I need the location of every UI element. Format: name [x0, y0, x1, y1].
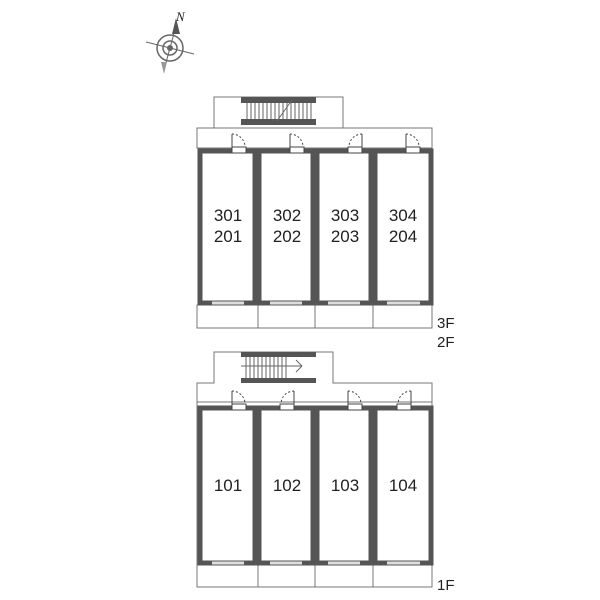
floor-label-1f: 1F [437, 577, 455, 594]
lower-block [196, 351, 434, 588]
door-icon [279, 390, 295, 411]
unit-label-upper-3: 303 203 [315, 205, 375, 247]
unit-number-bottom: 202 [272, 227, 302, 246]
compass-rose-icon [145, 18, 195, 74]
unit-number-top: 301 [213, 206, 243, 225]
compass-north-label: N [175, 9, 186, 24]
door-icon [405, 133, 421, 154]
door-icon [347, 133, 363, 154]
staircase-icon [241, 97, 316, 125]
floor-label-3f: 3F [437, 315, 455, 332]
unit-label-upper-4: 304 204 [373, 205, 433, 247]
unit-label-upper-2: 302 202 [257, 205, 317, 247]
unit-number-bottom: 204 [388, 227, 418, 246]
unit-number-top: 302 [272, 206, 302, 225]
unit-number-bottom: 201 [213, 227, 243, 246]
floor-label-2f: 2F [437, 334, 455, 351]
unit-label-lower-2: 102 [272, 476, 302, 495]
unit-number-bottom: 203 [330, 227, 360, 246]
unit-number-top: 303 [330, 206, 360, 225]
door-icon [231, 133, 247, 154]
unit-label-lower-1: 101 [213, 476, 243, 495]
door-icon [231, 390, 247, 411]
staircase-icon [241, 352, 316, 383]
door-icon [396, 390, 412, 411]
unit-label-lower-3: 103 [330, 476, 360, 495]
door-icon [289, 133, 305, 154]
unit-number-top: 304 [388, 206, 418, 225]
unit-label-lower-4: 104 [388, 476, 418, 495]
unit-label-upper-1: 301 201 [198, 205, 258, 247]
upper-block [196, 96, 434, 329]
door-icon [347, 390, 363, 411]
